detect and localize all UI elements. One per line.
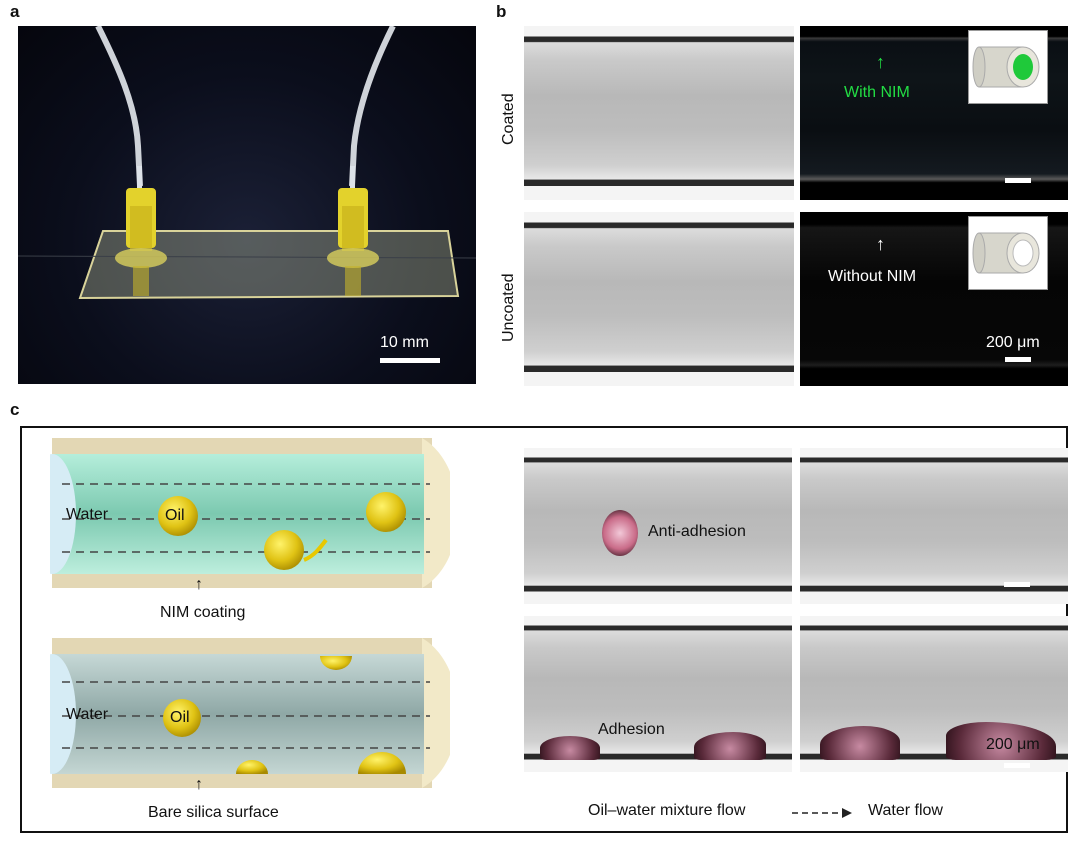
anti-adhesion-label: Anti-adhesion	[648, 523, 746, 540]
oil-droplet	[158, 496, 198, 536]
adhered-oil-droplet	[358, 752, 406, 774]
right-tubing	[349, 26, 396, 187]
left-tubing	[95, 26, 143, 187]
right-hub	[327, 188, 379, 296]
bare-silica-label: Bare silica surface	[148, 804, 279, 821]
panel-a-letter: a	[10, 2, 20, 21]
with-nim-label: With NIM	[844, 84, 910, 101]
row-label-uncoated: Uncoated	[500, 273, 517, 343]
adhered-oil-droplet	[694, 732, 766, 760]
adhesion-label: Adhesion	[598, 721, 665, 738]
scale-bar	[380, 358, 440, 363]
uncoated-tube-inset	[968, 216, 1048, 290]
scale-bar	[1004, 763, 1030, 768]
coated-brightfield-image	[524, 26, 794, 200]
up-arrow-icon: ↑	[876, 234, 885, 254]
adhesion-micrograph-1: Adhesion	[524, 616, 792, 772]
left-hub	[115, 188, 167, 296]
scale-label-200um: 200 μm	[986, 736, 1040, 753]
scale-label-10mm: 10 mm	[380, 334, 429, 351]
anti-adhesion-micrograph-1: Anti-adhesion	[524, 448, 792, 604]
uncoated-fluorescence-image: ↑ Without NIM 200 μm	[800, 212, 1068, 386]
adhered-oil-droplet	[820, 726, 900, 760]
up-arrow-icon: ↑	[195, 776, 203, 793]
scale-bar	[1005, 357, 1031, 362]
dashed-arrow-icon	[792, 808, 852, 818]
oil-droplet	[264, 530, 304, 570]
adhesion-micrograph-2: 200 μm	[800, 616, 1068, 772]
panel-b-letter: b	[496, 2, 507, 21]
scale-label-200um: 200 μm	[986, 334, 1040, 351]
coated-tube-inset	[968, 30, 1048, 104]
without-nim-label: Without NIM	[828, 268, 917, 285]
capillary-line	[18, 255, 476, 259]
coated-fluorescence-image: ↑ With NIM	[800, 26, 1068, 200]
water-label-top: Water	[66, 506, 109, 523]
up-arrow-icon: ↑	[876, 52, 885, 72]
water-flow-legend: Water flow	[868, 802, 943, 819]
oil-droplet	[366, 492, 406, 532]
scale-bar	[1005, 178, 1031, 183]
nim-coated-tube-schematic	[50, 438, 450, 588]
row-label-coated: Coated	[500, 93, 517, 145]
water-label-bottom: Water	[66, 706, 109, 723]
uncoated-brightfield-image	[524, 212, 794, 386]
adhered-oil-droplet	[540, 736, 600, 760]
bare-silica-tube-schematic	[50, 638, 450, 788]
up-arrow-icon: ↑	[195, 576, 203, 593]
device-photo: 10 mm	[18, 26, 476, 384]
left-needle	[137, 166, 142, 191]
oil-droplet	[163, 699, 201, 737]
oil-label-bottom: Oil	[170, 709, 190, 726]
right-needle	[350, 166, 355, 191]
oil-droplet	[602, 510, 638, 556]
device-illustration	[18, 26, 476, 300]
nim-coating-label: NIM coating	[160, 604, 246, 621]
mixture-flow-legend: Oil–water mixture flow	[588, 802, 746, 819]
scale-bar	[1004, 582, 1030, 587]
anti-adhesion-micrograph-2	[800, 448, 1068, 604]
adhered-oil-droplet	[236, 760, 268, 774]
adhered-oil-droplet	[320, 656, 352, 670]
oil-label-top: Oil	[165, 507, 185, 524]
panel-c-letter: c	[10, 400, 20, 419]
